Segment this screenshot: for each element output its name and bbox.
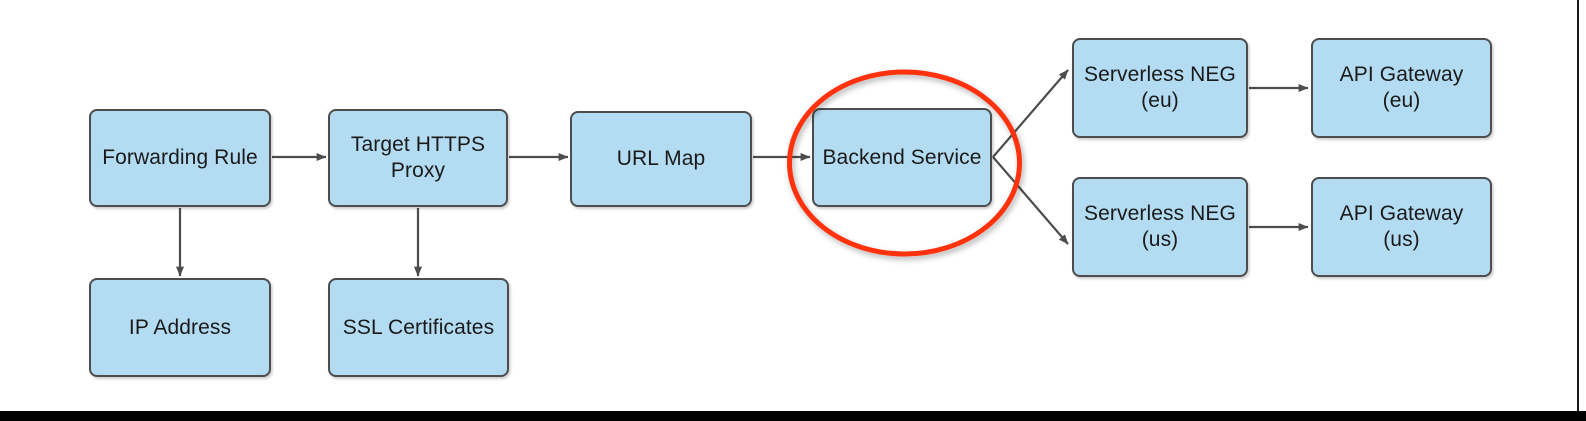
node-url-map[interactable]: URL Map bbox=[570, 111, 752, 207]
node-serverless-neg-eu[interactable]: Serverless NEG (eu) bbox=[1072, 38, 1248, 138]
node-ip-address[interactable]: IP Address bbox=[89, 278, 271, 377]
node-api-gateway-us[interactable]: API Gateway (us) bbox=[1311, 177, 1492, 277]
node-backend-service[interactable]: Backend Service bbox=[812, 108, 992, 207]
node-ssl-certificates[interactable]: SSL Certificates bbox=[328, 278, 509, 377]
page-bottom-bar bbox=[0, 411, 1586, 421]
node-target-https-proxy[interactable]: Target HTTPS Proxy bbox=[328, 109, 508, 207]
edge-backend-service-to-serverless-neg-eu bbox=[992, 69, 1069, 158]
node-api-gateway-eu[interactable]: API Gateway (eu) bbox=[1311, 38, 1492, 138]
node-serverless-neg-us[interactable]: Serverless NEG (us) bbox=[1072, 177, 1248, 277]
page-right-border bbox=[1577, 0, 1579, 411]
node-forwarding-rule[interactable]: Forwarding Rule bbox=[89, 109, 271, 207]
edge-backend-service-to-serverless-neg-us bbox=[992, 156, 1069, 245]
